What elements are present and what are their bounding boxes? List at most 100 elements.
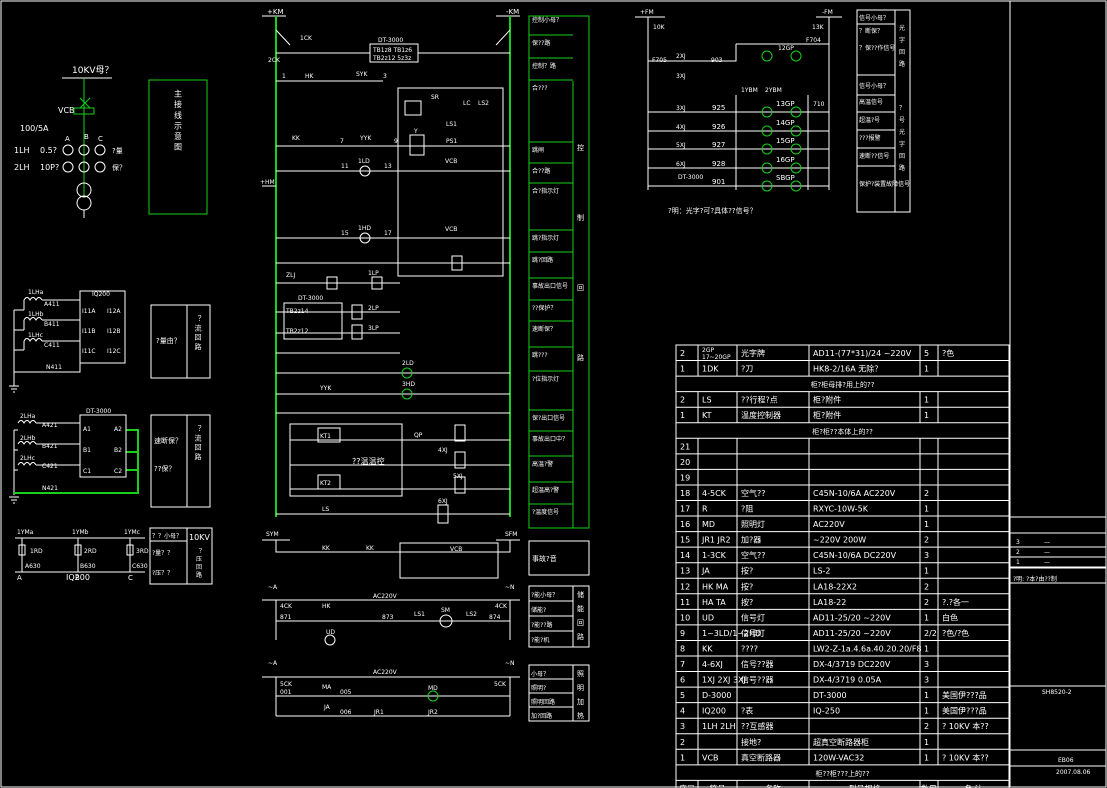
- bom-cell: 5: [924, 349, 929, 358]
- svg-text:874: 874: [489, 614, 501, 621]
- bom-cell: 2: [924, 722, 929, 731]
- vcb-label: VCB: [58, 106, 75, 115]
- signal-vert: 路: [899, 164, 905, 172]
- bom-cell: 1: [924, 411, 929, 420]
- signal-side-label: 信号小母？: [859, 82, 889, 90]
- bom-cell: 4: [680, 707, 685, 716]
- bom-cell: 柜?附件: [813, 410, 841, 420]
- bom-cell: 17~20GP: [702, 354, 731, 361]
- bom-cell: ? 10KV 本??: [942, 721, 989, 731]
- svg-text:I12B: I12B: [107, 328, 121, 335]
- phase-a: A: [65, 135, 70, 143]
- svg-text:？ 流 回 路: ？ 流 回 路: [194, 315, 202, 351]
- control-side-vert: 控: [577, 143, 584, 152]
- signal-vert: 光: [899, 128, 905, 136]
- signal-xj: 5XJ: [676, 142, 686, 149]
- svg-text:?明：光字?可?具体??信号？: ?明：光字?可?具体??信号？: [668, 206, 757, 215]
- bom-cell: 12: [680, 582, 690, 591]
- signal-node: 925: [712, 104, 725, 112]
- svg-text:2YBM: 2YBM: [765, 87, 782, 94]
- bom-cell: C45N-10/6A AC220V: [813, 489, 896, 498]
- svg-text:MA: MA: [322, 684, 332, 691]
- svg-text:??保？: ??保？: [154, 464, 175, 473]
- bom-cell: D-3000: [702, 691, 731, 700]
- bom-cell: 按?: [741, 566, 753, 576]
- bom-cell: 柜?附件: [813, 395, 841, 405]
- svg-text:速断保？: 速断保？: [154, 436, 182, 445]
- signal-lamp: [761, 125, 773, 137]
- control-circuit: +KM -KM 1CK 2CK DT-3000 TB1z8 TB1z6 TB2z…: [260, 8, 520, 524]
- signal-vert: 字: [899, 140, 905, 148]
- svg-text:2007.08.06: 2007.08.06: [1056, 769, 1091, 776]
- bom-cell: AD11-25/20 ~220V: [813, 629, 891, 638]
- svg-text:LC: LC: [463, 100, 471, 107]
- bom-cell: 16: [680, 520, 690, 529]
- signal-xj: 6XJ: [676, 161, 686, 168]
- bom-cell: 2: [924, 536, 929, 545]
- signal-lamp: [761, 106, 773, 118]
- bom-cell: ??行程?点: [741, 395, 778, 405]
- temp-controller: [289, 423, 403, 497]
- bom-cell: 信号灯: [741, 612, 765, 622]
- bom-cell: C45N-10/6A DC220V: [813, 551, 897, 560]
- bom-cell: IQ-250: [813, 707, 840, 716]
- signal-lamp: [761, 162, 773, 174]
- bom-cell: JR1 JR2: [701, 536, 731, 545]
- bom-cell: 2: [924, 598, 929, 607]
- svg-text:SM: SM: [441, 607, 450, 614]
- bom-cell: JA: [701, 567, 710, 576]
- svg-text:KK: KK: [366, 545, 375, 552]
- bom-header: 型号规格: [849, 783, 881, 788]
- svg-text:?能??路: ?能??路: [531, 621, 553, 629]
- bom-cell: R: [702, 505, 708, 514]
- svg-text:HK: HK: [305, 73, 315, 80]
- bom-cell: ?刀: [741, 365, 753, 374]
- svg-text:JR1: JR1: [373, 709, 384, 716]
- svg-text:KK: KK: [322, 545, 331, 552]
- svg-text:I11A: I11A: [82, 308, 96, 315]
- signal-vert: 光: [899, 24, 905, 32]
- svg-text:710: 710: [813, 101, 825, 108]
- svg-text:A630: A630: [25, 563, 41, 570]
- bom-cell: HA TA: [702, 598, 726, 607]
- svg-text:A1: A1: [83, 426, 91, 433]
- svg-text:13: 13: [384, 163, 392, 170]
- svg-text:KT1: KT1: [320, 433, 331, 440]
- control-side-label: 合?指示灯: [532, 187, 559, 195]
- bom-cell: 21: [680, 442, 690, 451]
- svg-text:C2: C2: [114, 468, 122, 475]
- bom-cell: 6: [680, 676, 685, 685]
- svg-text:JA: JA: [323, 704, 331, 711]
- bom-cell: KT: [702, 411, 712, 420]
- ct-cores: [62, 144, 106, 173]
- svg-text:I11B: I11B: [82, 328, 96, 335]
- svg-text:?量？？: ?量？？: [152, 550, 173, 557]
- bom-cell: 3: [924, 676, 929, 685]
- rev-mark: —: [1044, 559, 1050, 566]
- vertical-label: 照: [577, 670, 584, 678]
- svg-text:F705: F705: [652, 57, 667, 64]
- svg-text:17: 17: [384, 230, 392, 237]
- bom-cell: 2GP: [702, 347, 714, 354]
- bom-cell: 2: [680, 396, 685, 405]
- signal-lamp: [761, 143, 773, 155]
- svg-text:1RD: 1RD: [30, 548, 43, 555]
- svg-text:A2: A2: [114, 426, 122, 433]
- svg-text:加?回路: 加?回路: [531, 712, 552, 720]
- bom-cell: 白色: [942, 612, 958, 622]
- vcb-mechanism-box: [397, 87, 504, 277]
- signal-node: 926: [712, 123, 726, 131]
- control-side-label: 跳闸: [532, 146, 544, 154]
- title-block: ?明: ?本?由??制 3—2—1— SH8520-2 EB06 2007.08…: [1009, 1, 1106, 787]
- svg-text:~N: ~N: [505, 584, 515, 591]
- bom-cell: 4-5CK: [702, 489, 727, 498]
- svg-text:?明: ?本?由??制: ?明: ?本?由??制: [1013, 575, 1057, 583]
- svg-text:SR: SR: [431, 94, 439, 101]
- bom-cell: 按?: [741, 581, 753, 591]
- bom-cell: RXYC-10W-5K: [813, 505, 869, 514]
- bom-cell: 2: [924, 582, 929, 591]
- signal-lamp: [761, 180, 773, 192]
- signal-vert: 号: [899, 117, 905, 124]
- bom-cell: 1: [924, 520, 929, 529]
- signal-vert: 路: [899, 60, 905, 68]
